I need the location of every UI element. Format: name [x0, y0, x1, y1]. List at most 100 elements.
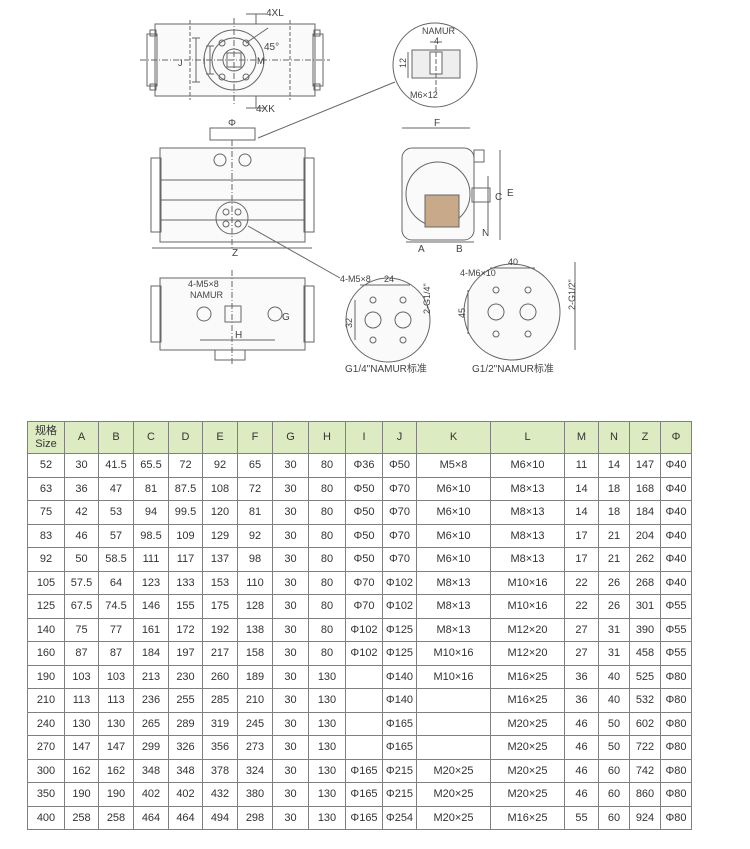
table-cell: 525: [629, 664, 661, 689]
detail-thread-label: M6×12: [410, 90, 438, 100]
column-header: L: [490, 421, 565, 454]
e-label: E: [507, 188, 514, 199]
table-cell: 146: [133, 594, 169, 619]
table-cell: 273: [237, 735, 273, 760]
table-cell: 65.5: [133, 453, 169, 478]
table-cell: 260: [202, 664, 238, 689]
table-cell: 57: [98, 523, 134, 548]
table-cell: [416, 688, 491, 713]
table-cell: 245: [237, 711, 273, 736]
column-header: F: [237, 421, 273, 454]
table-cell: 30: [272, 500, 309, 525]
table-cell: 184: [133, 641, 169, 666]
table-cell: 72: [168, 453, 203, 478]
table-cell: Φ40: [660, 500, 692, 525]
table-cell: 41.5: [98, 453, 134, 478]
table-cell: Φ40: [660, 570, 692, 595]
table-cell: 42: [64, 500, 99, 525]
table-cell: 111: [133, 547, 169, 572]
table-cell: M20×25: [490, 711, 565, 736]
table-cell: 348: [168, 758, 203, 783]
column-header: Z: [629, 421, 661, 454]
table-cell: 31: [598, 641, 630, 666]
b-label: B: [456, 244, 463, 255]
table-cell: 213: [133, 664, 169, 689]
column-header: D: [168, 421, 203, 454]
table-cell: 46: [564, 735, 599, 760]
table-cell: 108: [202, 476, 238, 501]
table-cell: M10×16: [490, 594, 565, 619]
table-cell: [416, 735, 491, 760]
table-cell: 50: [598, 711, 630, 736]
table-cell: Φ80: [660, 805, 692, 830]
table-cell: 92: [237, 523, 273, 548]
table-cell: 30: [272, 617, 309, 642]
table-cell: Φ55: [660, 641, 692, 666]
table-cell: 77: [98, 617, 134, 642]
table-cell: M8×13: [416, 594, 491, 619]
side-view: F A B C E N: [401, 118, 514, 255]
table-cell: 137: [202, 547, 238, 572]
size-cell: 75: [27, 500, 65, 525]
table-cell: 255: [168, 688, 203, 713]
table-cell: 81: [133, 476, 169, 501]
top-view: 4XL 4XK 45° J I M: [140, 8, 330, 115]
size-cell: 240: [27, 711, 65, 736]
size-cell: 270: [27, 735, 65, 760]
table-cell: 67.5: [64, 594, 99, 619]
table-cell: Φ102: [382, 594, 417, 619]
table-cell: 197: [168, 641, 203, 666]
table-cell: 80: [308, 523, 346, 548]
table-cell: 64: [98, 570, 134, 595]
table-cell: Φ50: [345, 523, 383, 548]
table-cell: 130: [308, 805, 346, 830]
table-cell: 27: [564, 641, 599, 666]
table-cell: M8×13: [490, 523, 565, 548]
table-cell: M6×10: [416, 523, 491, 548]
table-cell: 47: [98, 476, 134, 501]
g12-namur-pattern: 4-M6×10 40 45 2-G1/2" G1/2"NAMUR标准: [457, 257, 577, 375]
table-cell: 158: [237, 641, 273, 666]
detail-twelve-label: 12: [398, 58, 408, 68]
table-cell: 289: [168, 711, 203, 736]
table-cell: 155: [168, 594, 203, 619]
table-cell: 192: [202, 617, 238, 642]
size-cell: 190: [27, 664, 65, 689]
g14-caption: G1/4"NAMUR标准: [345, 363, 427, 375]
g14-thread-label: 4-M5×8: [340, 274, 371, 284]
column-header: K: [416, 421, 491, 454]
table-cell: 80: [308, 594, 346, 619]
table-cell: 301: [629, 594, 661, 619]
table-cell: Φ40: [660, 453, 692, 478]
table-cell: 75: [64, 617, 99, 642]
g-label: G: [282, 312, 290, 323]
table-cell: 217: [202, 641, 238, 666]
table-cell: 14: [564, 500, 599, 525]
table-cell: Φ55: [660, 594, 692, 619]
table-cell: M16×25: [490, 664, 565, 689]
table-cell: Φ215: [382, 782, 417, 807]
table-cell: 53: [98, 500, 134, 525]
table-cell: M10×16: [416, 664, 491, 689]
table-cell: [345, 711, 383, 736]
table-cell: 722: [629, 735, 661, 760]
table-cell: 268: [629, 570, 661, 595]
table-cell: M12×20: [490, 641, 565, 666]
table-cell: Φ40: [660, 547, 692, 572]
table-cell: 21: [598, 523, 630, 548]
size-header: 规格 Size: [27, 421, 65, 454]
table-cell: 22: [564, 570, 599, 595]
table-cell: 494: [202, 805, 238, 830]
column-header: E: [202, 421, 238, 454]
table-cell: Φ254: [382, 805, 417, 830]
table-cell: 464: [168, 805, 203, 830]
table-cell: Φ80: [660, 782, 692, 807]
table-cell: Φ140: [382, 688, 417, 713]
table-cell: 36: [564, 688, 599, 713]
